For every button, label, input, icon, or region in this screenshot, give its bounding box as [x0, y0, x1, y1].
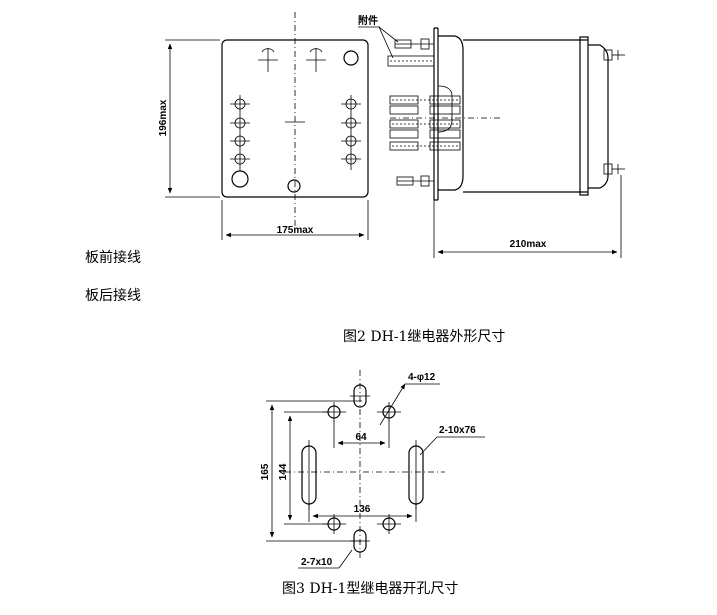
cutout-drawing: 4-φ12 64 2-10x76 165 144 136	[260, 370, 485, 569]
slot-large-label: 2-10x76	[439, 425, 476, 436]
terminal-block-middle	[389, 95, 461, 151]
dim-165-label: 165	[260, 463, 271, 480]
dim-width-label: 175max	[277, 225, 314, 236]
rear-studs	[603, 49, 625, 175]
mount-hole-bottom-center	[287, 179, 301, 193]
rear-wiring-label: 板后接线	[85, 287, 141, 304]
dim-64-label: 64	[355, 432, 367, 443]
figure3-caption: 图3 DH-1型继电器开孔尺寸	[282, 581, 458, 597]
accessory-studs-top	[387, 38, 435, 67]
front-wiring-label: 板前接线	[85, 249, 141, 266]
rear-flange	[579, 36, 589, 196]
front-view: 196max 175max	[158, 12, 369, 240]
side-view: 附件	[358, 14, 625, 258]
dim-height-label: 196max	[158, 99, 169, 136]
accessory-label: 附件	[358, 14, 378, 27]
slot-small-label: 2-7x10	[301, 557, 333, 568]
hole-small-label: 4-φ12	[408, 372, 436, 383]
front-bezel	[438, 35, 464, 191]
mount-hole-bottom-left	[231, 170, 249, 188]
dim-144-label: 144	[278, 463, 289, 480]
figure2-caption: 图2 DH-1继电器外形尺寸	[343, 329, 505, 345]
dim-136-label: 136	[354, 504, 371, 515]
accessory-studs-bottom	[396, 175, 434, 187]
mount-hole-top-right	[343, 50, 359, 66]
dim-depth-label: 210max	[510, 239, 547, 250]
left-terminal-column	[230, 95, 250, 170]
right-terminal-column	[341, 95, 361, 170]
